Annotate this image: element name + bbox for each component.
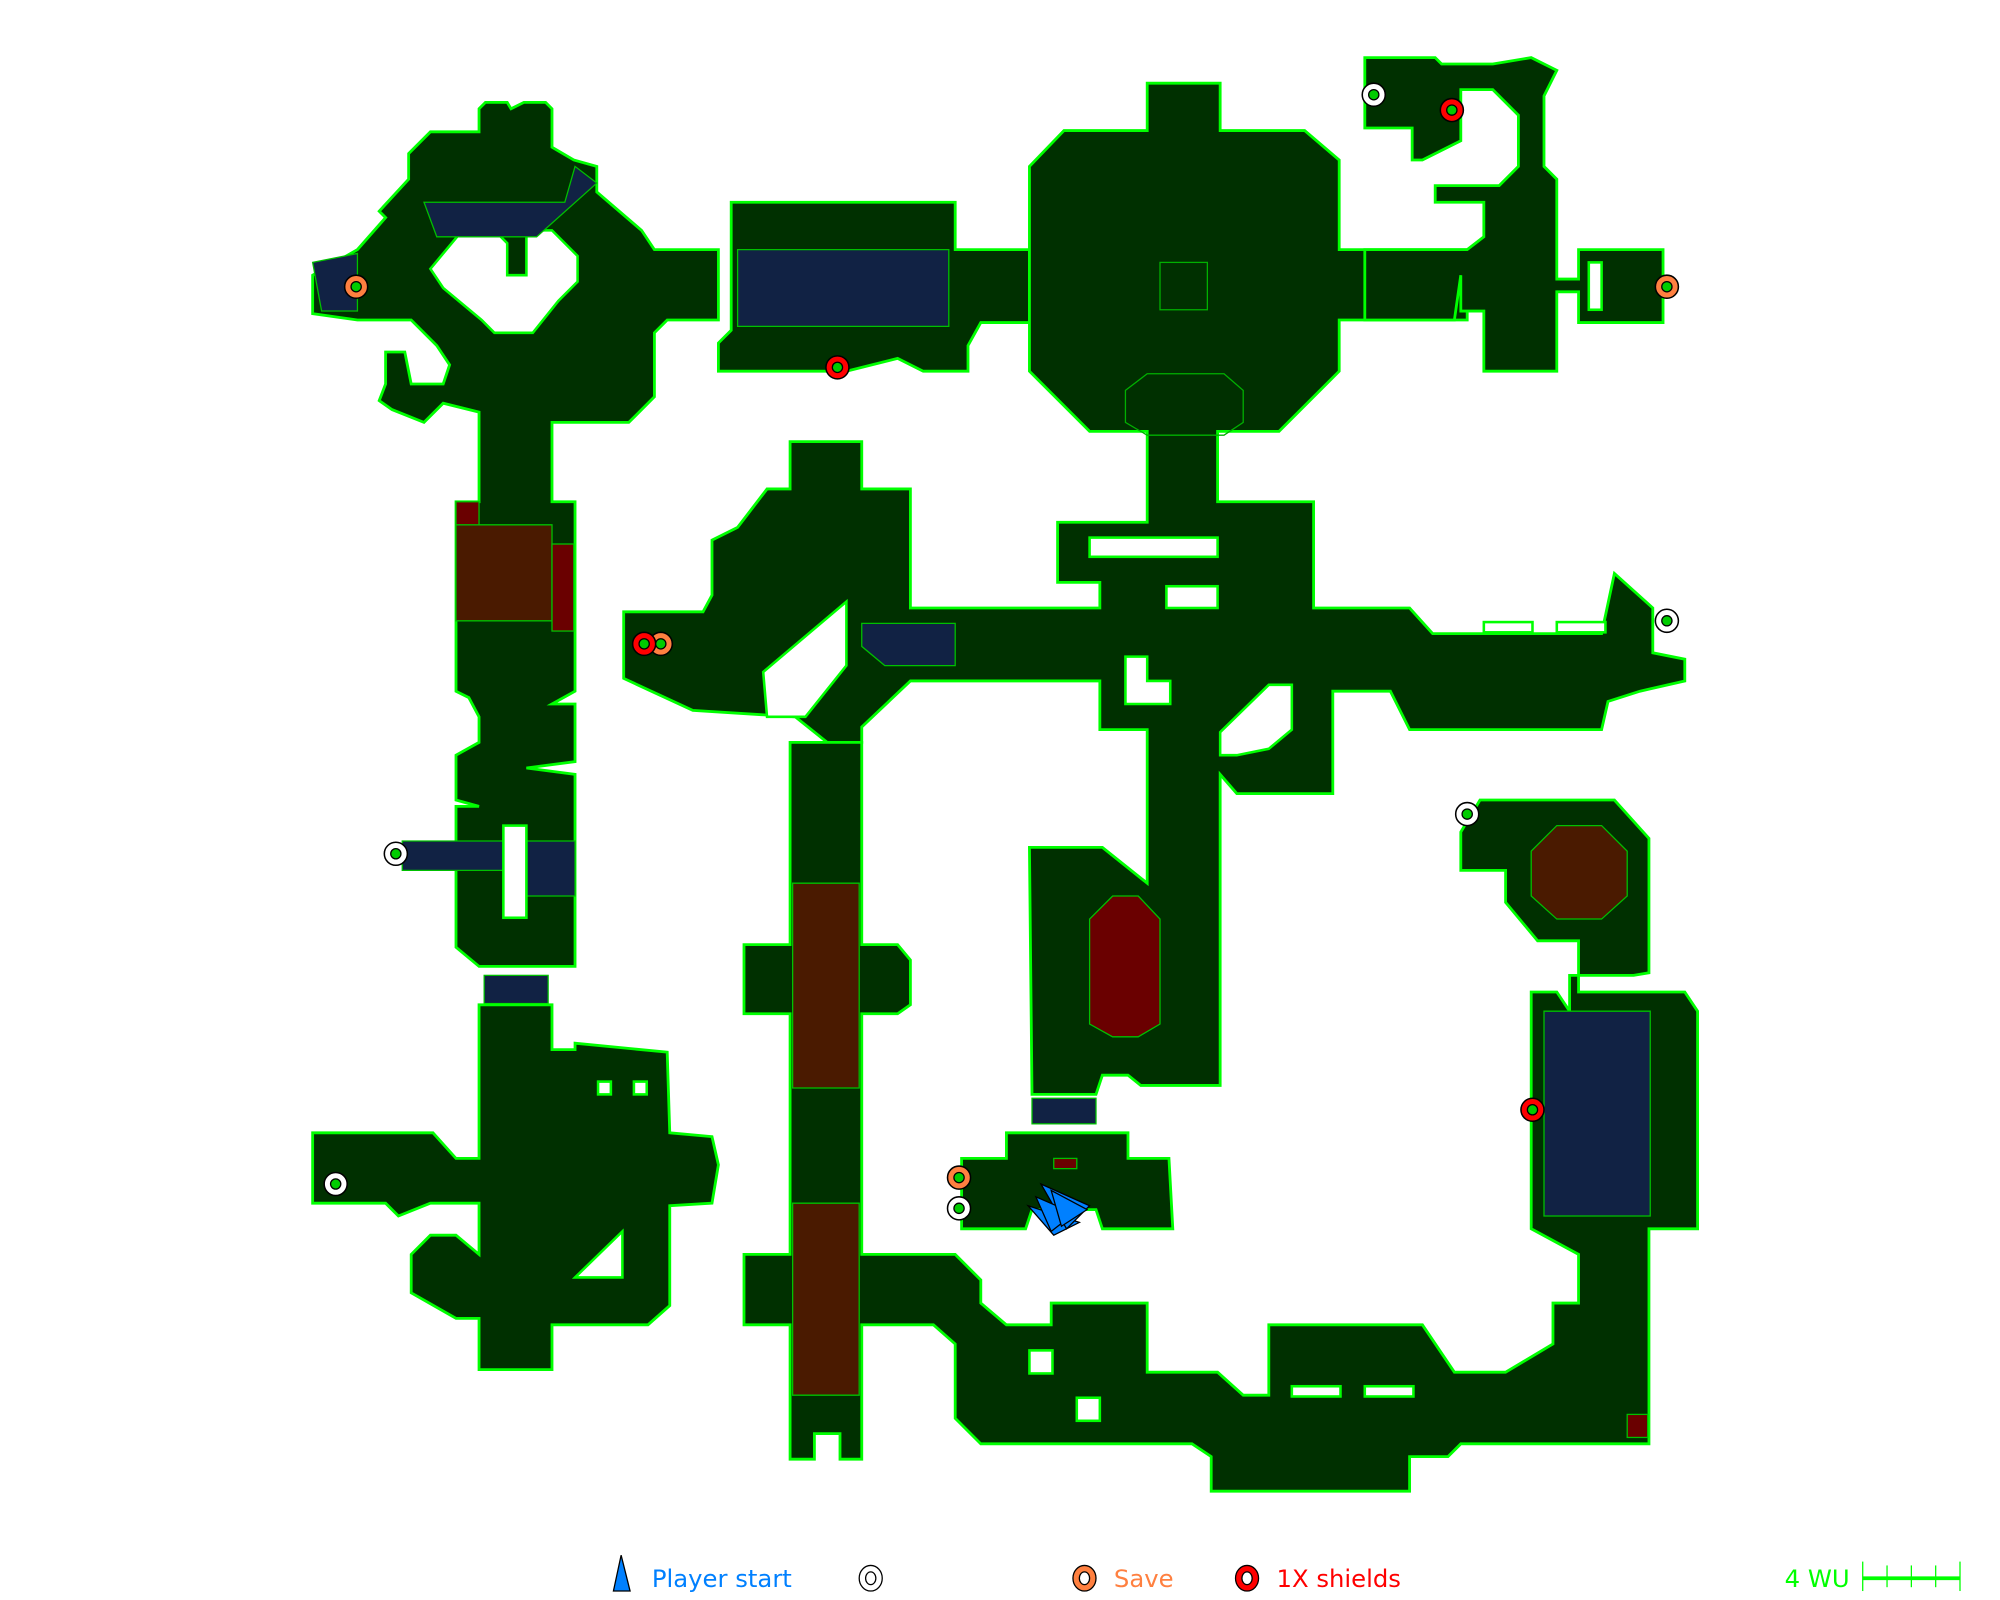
hole (596, 1080, 613, 1096)
save-legend-icon (1072, 1564, 1097, 1592)
lava-area (1530, 824, 1628, 920)
shield-marker (631, 97, 1545, 1123)
liquid-area (1031, 1097, 1097, 1125)
room-spawn (960, 1131, 1175, 1231)
liquid-area (423, 165, 598, 238)
hole (1363, 1384, 1415, 1398)
scale-label: 4 WU (1785, 1564, 1850, 1593)
map-floor (311, 56, 1700, 1493)
player-start-icon (1026, 1182, 1091, 1236)
damage-floor (551, 543, 575, 632)
legend-shields: 1X shields (1276, 1564, 1401, 1593)
hole (1075, 1396, 1102, 1423)
liquid-area (1543, 1010, 1651, 1217)
item-legend-icon (858, 1564, 883, 1592)
hole (502, 824, 528, 920)
hole (1165, 584, 1219, 610)
room-lower-left (311, 1003, 720, 1372)
lava-area (455, 524, 553, 622)
player-start-legend-icon (612, 1555, 631, 1592)
legend-save: Save (1114, 1564, 1174, 1593)
shield-legend-icon (1234, 1564, 1260, 1592)
damage-floor (455, 501, 480, 526)
lava-area (792, 1202, 860, 1396)
damage-floor (1088, 895, 1161, 1038)
room-hole (428, 229, 579, 335)
liquid-area (483, 974, 549, 1005)
hole (1482, 620, 1534, 634)
hole (1587, 261, 1603, 312)
hole (571, 1228, 624, 1279)
map-items (323, 82, 1680, 1236)
liquid-area (311, 252, 359, 312)
wall-detail (1159, 261, 1208, 311)
liquid-area (861, 622, 956, 667)
hole (1218, 683, 1294, 757)
damage-floor (1053, 1157, 1078, 1170)
damage-floor (1626, 1413, 1649, 1439)
room-top-right (1363, 56, 1665, 373)
marker-centers (329, 88, 1673, 1215)
hole (761, 598, 848, 719)
legend-player-start: Player start (652, 1564, 792, 1593)
hole (1124, 655, 1172, 706)
room-octagon (622, 81, 1687, 1096)
hole (1088, 536, 1219, 559)
wall-detail (1124, 373, 1244, 436)
hole (632, 1080, 648, 1096)
scale-bar (1862, 1561, 1961, 1592)
hole (1028, 1349, 1054, 1375)
hole (1555, 620, 1607, 634)
legend: Player start Save 1X shields 4 WU (612, 1555, 1961, 1593)
liquid-area (736, 248, 950, 328)
hole (1290, 1384, 1342, 1398)
lava-area (792, 882, 860, 1089)
